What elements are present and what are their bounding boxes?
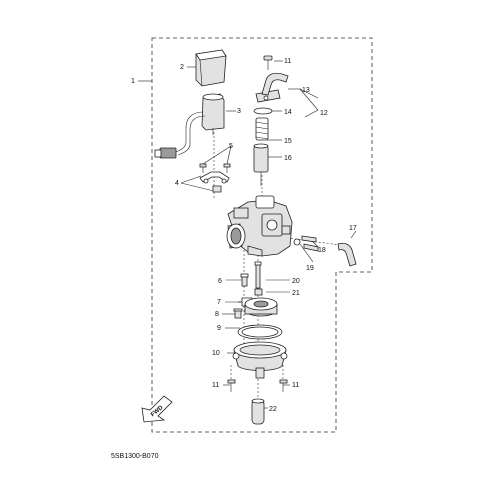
callout-15: 15 — [284, 138, 292, 145]
callout-7: 7 — [217, 299, 221, 306]
top-screw — [263, 55, 273, 70]
callout-17: 17 — [349, 225, 357, 232]
callout-19: 19 — [306, 265, 314, 272]
callout-5: 5 — [229, 143, 233, 150]
starter-with-connector — [154, 93, 225, 159]
callout-14: 14 — [284, 109, 292, 116]
callout-8: 8 — [215, 311, 219, 318]
callout-labels: 1 2 3 4 5 6 7 8 9 10 11 11 11 12 13 14 1… — [131, 58, 357, 413]
callout-6: 6 — [218, 278, 222, 285]
callout-18: 18 — [318, 247, 326, 254]
float — [244, 297, 278, 317]
carburetor-body — [226, 195, 293, 257]
callout-13: 13 — [302, 87, 310, 94]
callout-11-top: 11 — [284, 58, 291, 65]
main-jet — [254, 288, 263, 296]
fwd-arrow: FWD — [141, 395, 173, 423]
throttle-valve — [253, 143, 269, 186]
drawing-code: 5SB1300-B070 — [111, 453, 159, 460]
callout-21: 21 — [292, 290, 300, 297]
float-chamber — [232, 341, 288, 379]
hose — [337, 242, 357, 267]
drain-hose — [251, 398, 265, 425]
callout-4: 4 — [175, 180, 179, 187]
pilot-jet — [240, 273, 249, 287]
callout-9: 9 — [217, 325, 221, 332]
callout-16: 16 — [284, 155, 292, 162]
callout-10: 10 — [212, 350, 220, 357]
cover-cap — [195, 49, 227, 87]
chamber-screws — [227, 379, 288, 392]
needle-jet — [254, 261, 262, 289]
assembly-border — [151, 37, 373, 433]
plate-screws — [199, 163, 231, 173]
callout-11-right: 11 — [292, 382, 299, 389]
callout-3: 3 — [237, 108, 241, 115]
plate — [199, 171, 230, 193]
gasket — [237, 324, 283, 340]
o-ring — [253, 107, 273, 115]
leader-lines — [138, 60, 357, 409]
callout-20: 20 — [292, 278, 300, 285]
callout-2: 2 — [180, 64, 184, 71]
float-valve — [233, 308, 243, 319]
adjust-screws — [293, 235, 319, 252]
callout-1: 1 — [131, 78, 135, 85]
callout-11-left: 11 — [212, 382, 219, 389]
callout-12: 12 — [320, 110, 328, 117]
cable-elbow — [255, 72, 289, 103]
spring — [255, 117, 269, 141]
callout-22: 22 — [269, 406, 277, 413]
